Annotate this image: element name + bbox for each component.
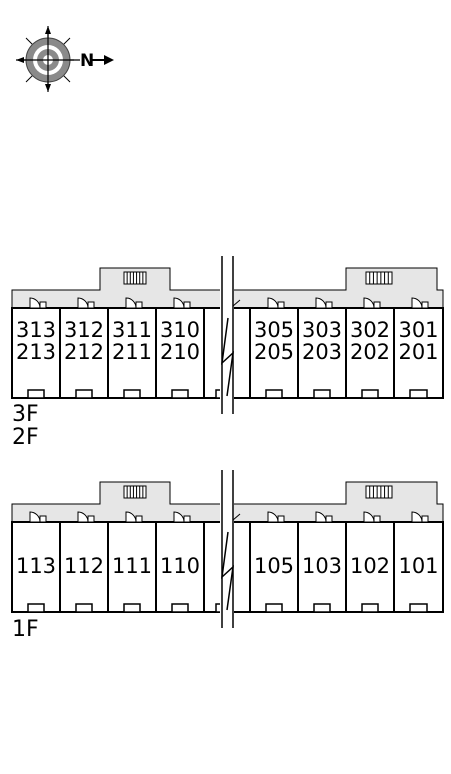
door-icon [29,511,47,523]
stairs-icon [123,271,147,285]
unit-number: 210 [160,340,200,364]
balcony [265,603,283,613]
unit-number: 203 [302,340,342,364]
unit-number: 110 [160,554,200,578]
unit-number: 313 [16,318,56,342]
unit-number: 311 [112,318,152,342]
door-icon [173,297,191,309]
unit-number: 302 [350,318,390,342]
balcony [313,389,331,399]
stairs-icon [365,271,393,285]
unit-number: 105 [254,554,294,578]
balcony [313,603,331,613]
door-icon [29,297,47,309]
unit-number: 202 [350,340,390,364]
unit: 113 [11,511,61,613]
balcony [409,389,428,399]
break-line [203,256,251,414]
unit: 110 [155,511,205,613]
unit: 112 [59,511,109,613]
balcony [265,389,283,399]
unit-number: 310 [160,318,200,342]
balcony [171,603,189,613]
balcony [361,389,379,399]
unit-number: 111 [112,554,152,578]
floor-label-1f: 1F [12,617,39,642]
door-icon [315,297,333,309]
stairs-icon [123,485,147,499]
unit-number: 211 [112,340,152,364]
door-icon [125,511,143,523]
door-icon [363,297,381,309]
balcony [75,389,93,399]
north-letter: N [80,51,94,71]
balcony [75,603,93,613]
compass-icon [16,26,80,92]
unit-number: 212 [64,340,104,364]
door-icon [411,297,429,309]
unit-number: 102 [350,554,390,578]
floor-label-3f: 3F [12,402,39,427]
stairs-icon [365,485,393,499]
balcony [123,603,141,613]
floor-label-2f: 2F [12,425,39,450]
door-icon [363,511,381,523]
door-icon [77,511,95,523]
door-icon [411,511,429,523]
unit-number: 312 [64,318,104,342]
unit-number: 305 [254,318,294,342]
unit: 103 [297,511,347,613]
unit: 105 [249,511,299,613]
unit: 102 [345,511,395,613]
unit-number: 201 [398,340,438,364]
balcony [27,389,45,399]
balcony [27,603,45,613]
door-icon [267,511,285,523]
north-arrow-icon [92,55,114,65]
balcony [409,603,428,613]
balcony [123,389,141,399]
door-icon [173,511,191,523]
unit-number: 103 [302,554,342,578]
door-icon [267,297,285,309]
balcony [361,603,379,613]
unit: 101 [393,511,444,613]
lower-building-block: 113 112 111 110 105 103 102 101 [11,470,444,628]
unit-number: 213 [16,340,56,364]
upper-building-block: 3132133122123112113102103052053032033022… [11,256,444,414]
unit-number: 101 [398,554,438,578]
break-line [203,470,251,628]
door-icon [315,511,333,523]
unit-number: 303 [302,318,342,342]
balcony [171,389,189,399]
unit-number: 113 [16,554,56,578]
unit: 111 [107,511,157,613]
unit-number: 112 [64,554,104,578]
door-icon [77,297,95,309]
unit-number: 205 [254,340,294,364]
door-icon [125,297,143,309]
unit-number: 301 [398,318,438,342]
